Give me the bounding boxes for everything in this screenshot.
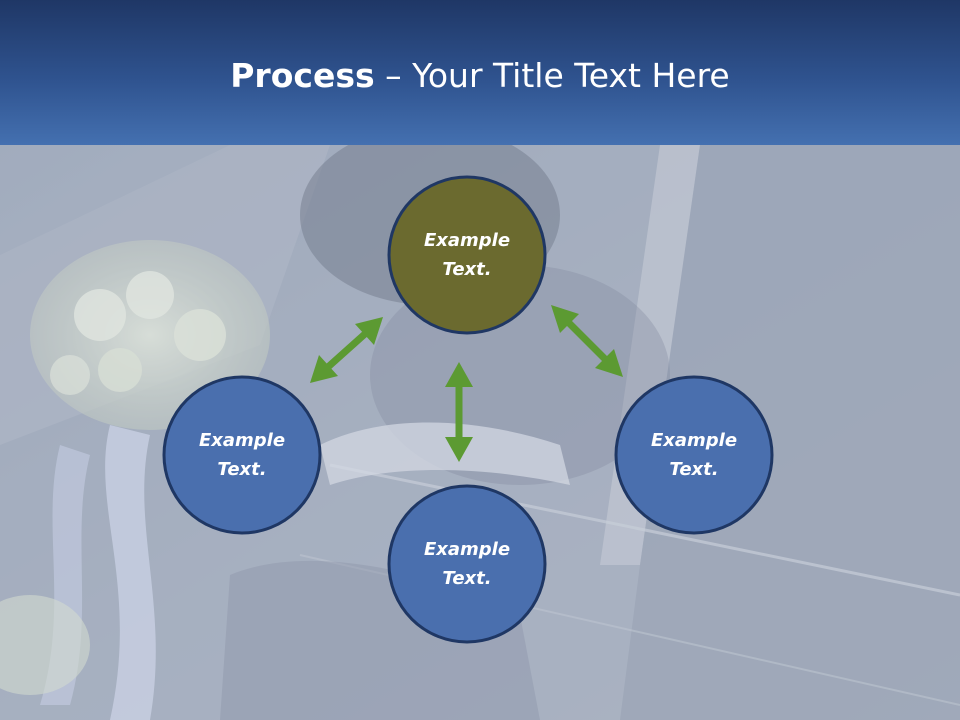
title-rest-part: – Your Title Text Here — [374, 56, 730, 95]
node-right-line2: Text. — [669, 459, 719, 480]
node-top-line2: Text. — [442, 259, 492, 280]
node-bottom-line1: Example — [423, 539, 511, 560]
node-label-left: Example Text. — [164, 426, 320, 484]
node-label-bottom: Example Text. — [389, 535, 545, 593]
node-label-top: Example Text. — [389, 226, 545, 284]
node-right-line1: Example — [650, 430, 738, 451]
title-bar: Process – Your Title Text Here — [0, 0, 960, 145]
node-circle-top[interactable] — [387, 175, 547, 335]
node-circle-bottom[interactable] — [387, 484, 547, 644]
arrow-top-bottom[interactable] — [445, 362, 473, 462]
node-bottom-line2: Text. — [442, 568, 492, 589]
node-circle-left[interactable] — [162, 375, 322, 535]
node-circle-right[interactable] — [614, 375, 774, 535]
arrow-top-right[interactable] — [551, 305, 623, 377]
title-bold-part: Process — [230, 56, 375, 95]
node-top-line1: Example — [423, 230, 511, 251]
node-label-right: Example Text. — [616, 426, 772, 484]
arrow-top-left[interactable] — [310, 317, 383, 383]
slide-title: Process – Your Title Text Here — [0, 56, 960, 96]
node-left-line2: Text. — [217, 459, 267, 480]
node-left-line1: Example — [198, 430, 286, 451]
